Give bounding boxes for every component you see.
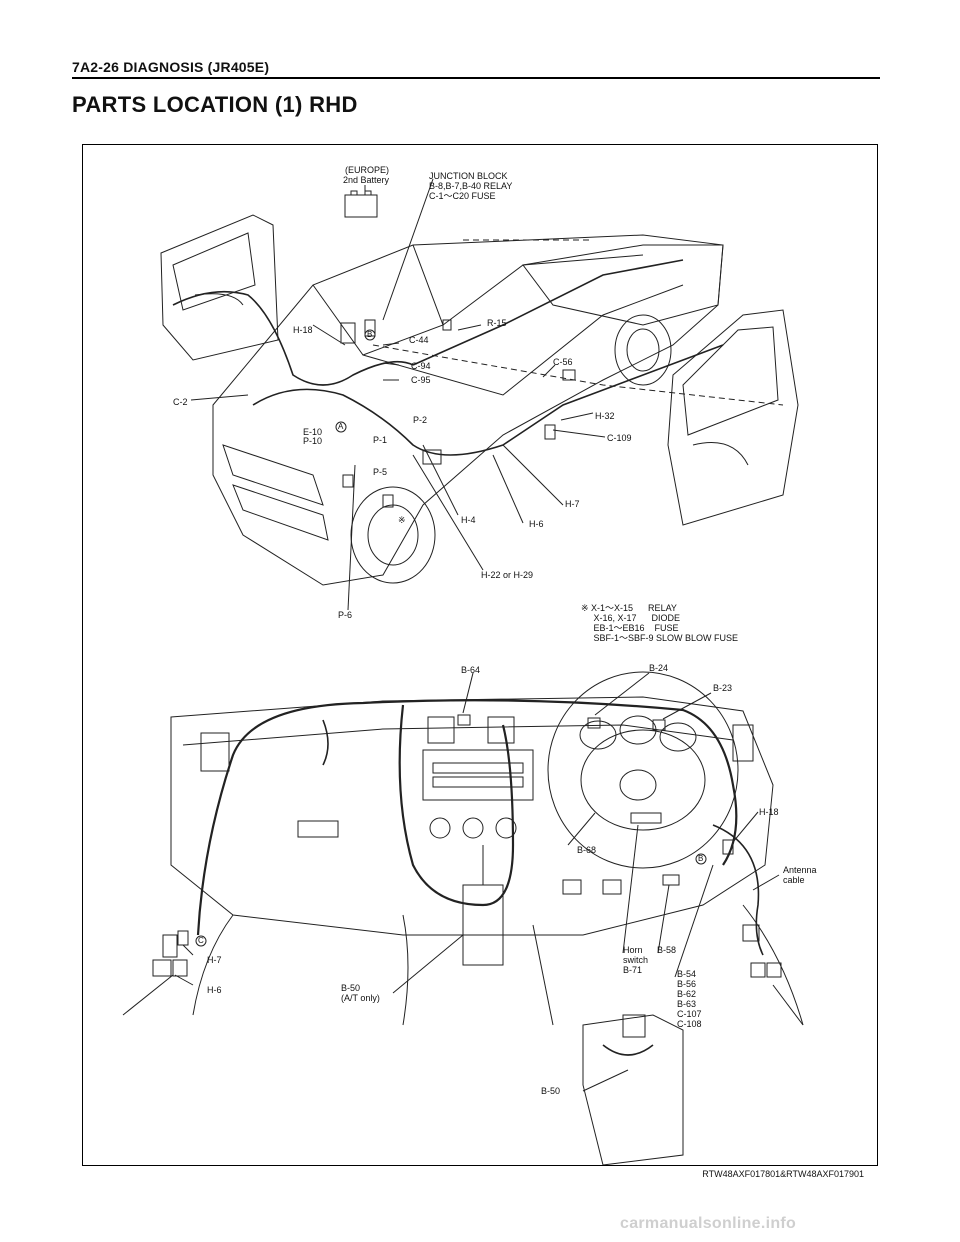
label-junction-relay: B-8,B-7,B-40 RELAY (429, 181, 513, 191)
front-wheel (350, 486, 436, 584)
label-p1: P-1 (373, 435, 388, 445)
label-b50-console: B-50 (541, 1086, 561, 1096)
label-b64: B-64 (461, 665, 481, 675)
label-b56: B-56 (677, 979, 697, 989)
label-c107: C-107 (677, 1009, 702, 1019)
dashboard-outline (170, 696, 774, 936)
label-h22-h29: H-22 or H-29 (481, 570, 534, 580)
label-h18-upper: H-18 (293, 325, 313, 335)
label-h7-lower: H-7 (207, 955, 222, 965)
connector-letter-b-lower: B (698, 854, 704, 863)
watermark: carmanualsonline.info (620, 1215, 797, 1232)
label-h6-upper: H-6 (529, 519, 544, 529)
steering-wheel (547, 671, 739, 869)
legend-diode: X-16, X-17 DIODE (581, 613, 681, 623)
battery (344, 194, 378, 218)
label-c109: C-109 (607, 433, 632, 443)
label-b71: B-71 (623, 965, 643, 975)
label-h4: H-4 (461, 515, 476, 525)
label-b24: B-24 (649, 663, 669, 673)
figure-reference-code: RTW48AXF017801&RTW48AXF017901 (702, 1169, 864, 1179)
page-title: PARTS LOCATION (1) RHD (72, 92, 358, 117)
parts-location-figure: (EUROPE) 2nd Battery JUNCTION BLOCK B-8,… (82, 144, 878, 1166)
label-h6-lower: H-6 (207, 985, 222, 995)
audio-unit (422, 749, 534, 801)
connector-letter-c: C (198, 936, 204, 945)
label-antenna-cable: cable (783, 875, 805, 885)
label-horn: Horn (623, 945, 643, 955)
label-p6: P-6 (338, 610, 353, 620)
label-antenna: Antenna (783, 865, 817, 875)
label-c94: C-94 (411, 361, 431, 371)
truck-body-outline (212, 234, 724, 586)
label-h18-lower: H-18 (759, 807, 779, 817)
grille (222, 444, 324, 506)
console-inset (582, 1014, 684, 1165)
label-h32: H-32 (595, 411, 615, 421)
label-p10: P-10 (303, 436, 323, 446)
label-p2: P-2 (413, 415, 428, 425)
gear-shift (462, 884, 504, 966)
label-p5: P-5 (373, 467, 388, 477)
page-header: 7A2-26 DIAGNOSIS (JR405E) (72, 57, 880, 79)
connector-letter-b-upper: B (367, 330, 373, 339)
right-door-outline (667, 309, 799, 526)
label-b58: B-58 (657, 945, 677, 955)
header-text: 7A2-26 DIAGNOSIS (JR405E) (72, 59, 270, 75)
legend-slow-blow-fuse: SBF-1～SBF-9 SLOW BLOW FUSE (581, 633, 739, 643)
label-b23: B-23 (713, 683, 733, 693)
label-junction-fuse: C-1～C20 FUSE (429, 191, 496, 201)
label-r15: R-15 (487, 318, 507, 328)
left-door-outline (160, 214, 279, 361)
label-junction-block: JUNCTION BLOCK (429, 171, 508, 181)
label-h7-upper: H-7 (565, 499, 580, 509)
truck-bed-outline (522, 244, 724, 326)
label-c108: C-108 (677, 1019, 702, 1029)
label-b54: B-54 (677, 969, 697, 979)
label-c2: C-2 (173, 397, 188, 407)
label-2nd-battery: 2nd Battery (343, 175, 390, 185)
label-note-mark: ※ (398, 515, 406, 525)
label-b50-at-note: (A/T only) (341, 993, 380, 1003)
label-b63: B-63 (677, 999, 697, 1009)
label-e10: E-10 (303, 427, 323, 437)
label-c44: C-44 (409, 335, 429, 345)
left-vent (200, 732, 230, 772)
right-vent (732, 724, 754, 762)
connector-letter-a: A (338, 422, 344, 431)
label-b50-at: B-50 (341, 983, 361, 993)
glove-box (297, 820, 339, 838)
legend-fuse: EB-1～EB16 FUSE (581, 623, 679, 633)
wiring-illustration (122, 178, 804, 1165)
label-horn-switch: switch (623, 955, 649, 965)
legend-relay: ※ X-1～X-15 RELAY (581, 603, 677, 613)
label-europe: (EUROPE) (345, 165, 390, 175)
label-c95: C-95 (411, 375, 431, 385)
label-b68: B-68 (577, 845, 597, 855)
label-b62: B-62 (677, 989, 697, 999)
label-c56: C-56 (553, 357, 573, 367)
rear-wheel (614, 314, 672, 386)
